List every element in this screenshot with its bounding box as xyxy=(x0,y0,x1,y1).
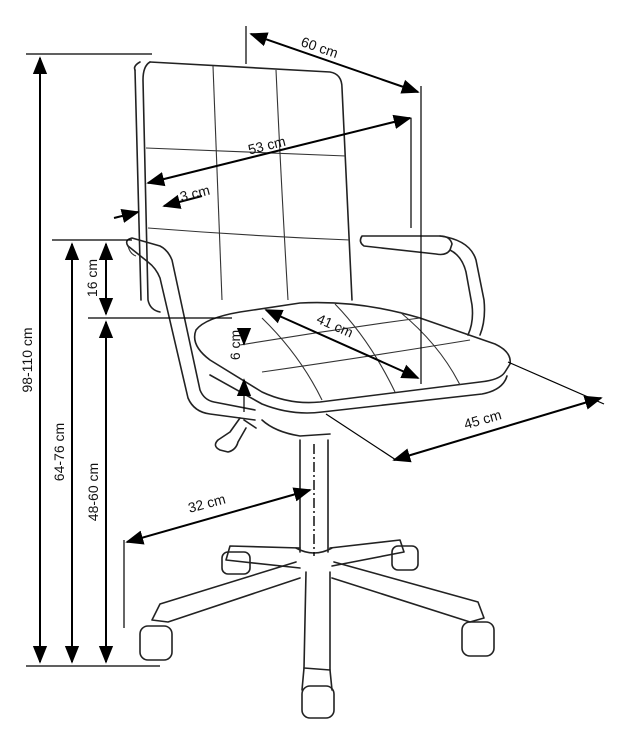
dim-seat-depth xyxy=(264,309,420,379)
caster-right xyxy=(461,621,495,657)
label-total-height: 98-110 cm xyxy=(19,327,35,392)
armrest-left xyxy=(125,237,256,421)
backrest xyxy=(133,61,353,313)
label-armrest-floor-height: 64-76 cm xyxy=(51,423,67,481)
chair-drawing xyxy=(125,61,512,719)
dim-depth-top xyxy=(249,32,420,94)
dimension-lines xyxy=(26,26,605,667)
caster-front xyxy=(301,667,335,719)
ext-seat-width-right xyxy=(507,361,605,405)
label-seat-thickness: 6 cm xyxy=(227,330,243,360)
dim-thickness-left xyxy=(113,208,140,223)
caster-left xyxy=(139,625,173,661)
label-seat-depth: 41 cm xyxy=(314,310,355,340)
label-armrest-height: 16 cm xyxy=(84,259,100,297)
dim-seat-width xyxy=(392,395,603,463)
seat-mechanism xyxy=(214,417,331,453)
five-star-base xyxy=(139,539,495,719)
dim-backrest-width xyxy=(146,114,412,187)
dim-base-radius xyxy=(125,487,312,545)
caster-back-right xyxy=(391,545,419,571)
armrest-right xyxy=(359,235,486,336)
caster-back-left xyxy=(221,551,251,575)
label-backrest-thickness: 3 cm xyxy=(178,182,211,205)
label-seat-height: 48-60 cm xyxy=(85,463,101,521)
label-base-radius: 32 cm xyxy=(186,491,227,516)
ext-seat-width-left xyxy=(325,413,397,461)
dim-thickness-right xyxy=(162,194,203,209)
